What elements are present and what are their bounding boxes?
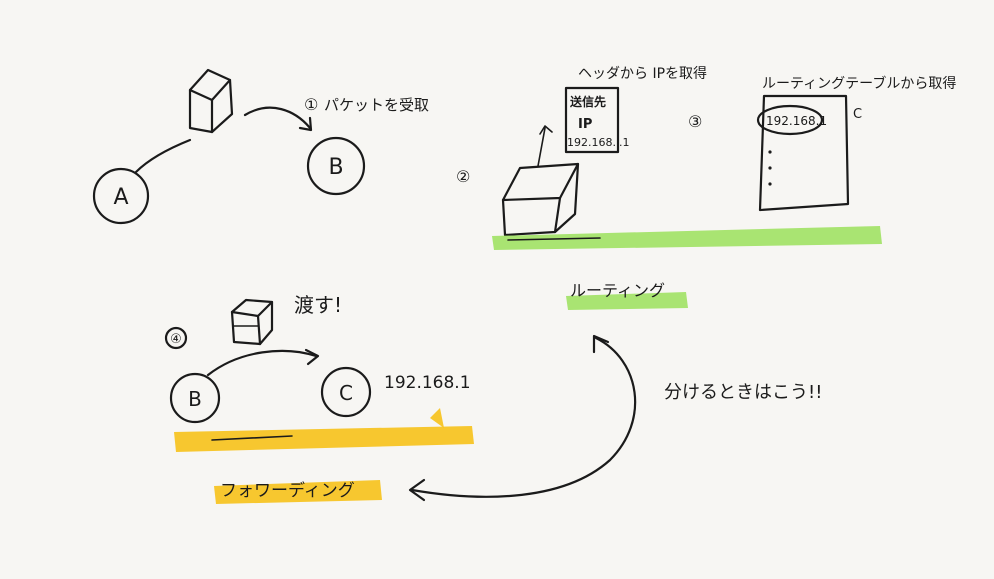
step2-number: ②	[456, 167, 470, 186]
comparison-arrowhead-top	[592, 334, 610, 354]
table-entry: 192.168.1	[766, 114, 827, 128]
node-c-label: C	[339, 381, 353, 405]
open-packet-icon	[501, 162, 580, 237]
arrowhead-to-b	[298, 116, 313, 132]
comparison-arrow	[410, 336, 637, 498]
comparison-group: 分けるときはこう!!	[408, 334, 822, 502]
forwarding-label-group: フォワーディング	[214, 480, 382, 504]
comparison-arrowhead-bottom	[408, 478, 426, 502]
pass-label: 渡す!	[294, 293, 342, 317]
header-card	[564, 86, 620, 154]
step1-label: パケットを受取	[324, 96, 429, 114]
step2-group: ② ヘッダから IPを取得 送信先 IP 192.168. .1	[456, 65, 882, 250]
packet-box-icon	[188, 68, 234, 134]
step2-caption: ヘッダから IPを取得	[578, 65, 707, 82]
routing-label: ルーティング	[570, 281, 665, 300]
step3-number: ③	[688, 112, 702, 131]
step3-caption: ルーティングテーブルから取得	[762, 75, 956, 92]
node-a-label: A	[113, 185, 128, 210]
node-b-fwd	[169, 372, 221, 424]
routing-highlight-bar	[492, 226, 882, 250]
table-dots	[768, 150, 772, 186]
header-ip-suffix: .1	[619, 136, 630, 149]
header-dest-label: 送信先	[569, 94, 606, 109]
node-c-ip: 192.168.1	[384, 373, 471, 393]
arrow-b-to-c	[206, 349, 318, 377]
step4-number: ④	[170, 332, 182, 347]
forwarding-highlight-tip	[430, 408, 444, 428]
routing-table	[758, 94, 850, 212]
routing-label-group: ルーティング	[566, 281, 688, 310]
forwarding-label-highlight	[214, 480, 382, 504]
node-b	[306, 136, 366, 196]
forwarding-underline	[211, 435, 293, 441]
comparison-note: 分けるときはこう!!	[664, 382, 822, 403]
arrowhead-b-to-c	[304, 348, 320, 366]
header-ip-value: 192.168.	[567, 136, 616, 149]
step1-group: A B ① パケットを受取	[92, 68, 429, 225]
step4-number-circle	[164, 326, 188, 350]
packet-small-icon	[230, 298, 274, 346]
routing-label-highlight	[566, 292, 688, 310]
node-b-fwd-label: B	[188, 387, 202, 411]
node-a	[92, 167, 150, 225]
routing-underline	[507, 237, 601, 241]
link-a-to-packet	[134, 138, 192, 174]
node-c	[320, 366, 372, 418]
header-arrowhead	[539, 125, 553, 135]
step3-group: ③ ルーティングテーブルから取得 192.168.1 C	[688, 75, 956, 212]
header-ip-label: IP	[578, 117, 592, 132]
table-entry-circle	[756, 104, 824, 136]
forwarding-highlight-bar	[174, 426, 474, 452]
node-b-label: B	[328, 155, 343, 180]
step1-number: ①	[304, 95, 318, 114]
table-entry-dest: C	[853, 107, 862, 122]
step4-group: ④ 渡す! B C 192.168.1	[164, 293, 474, 452]
header-arrow	[537, 127, 546, 167]
arrow-to-b	[243, 106, 312, 130]
forwarding-label: フォワーディング	[220, 480, 355, 501]
